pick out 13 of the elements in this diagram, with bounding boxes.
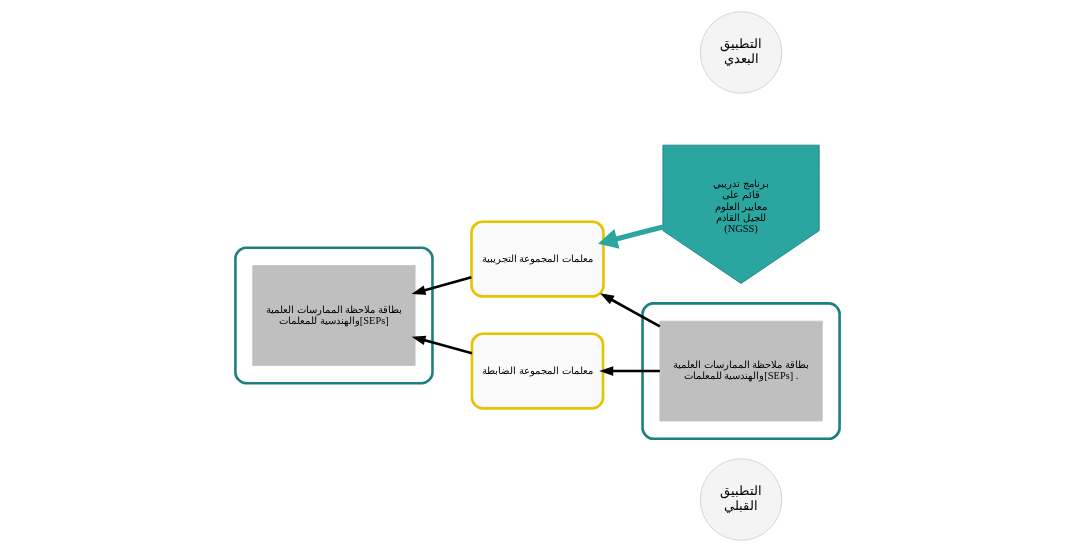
node-circle: التطبيق القبلي: [699, 458, 782, 541]
node-circle: التطبيق البعدي: [699, 11, 782, 94]
node-box: معلمات المجموعة الضابطة: [470, 332, 604, 410]
arrow: [411, 276, 472, 295]
cluster: [233, 246, 434, 385]
arrow: [598, 366, 660, 376]
arrow: [597, 224, 663, 249]
node-box: بطاقة ملاحظة الممارسات العلمية والهندسية للمعلمات[SEPs] .: [658, 320, 823, 422]
arrow: [599, 293, 660, 328]
cluster: [640, 302, 841, 441]
node-box: معلمات المجموعة التجريبية: [469, 220, 605, 298]
arrow: [411, 335, 472, 355]
node-box: بطاقة ملاحظة الممارسات العلمية والهندسية للمعلمات[SEPs]: [251, 265, 416, 366]
